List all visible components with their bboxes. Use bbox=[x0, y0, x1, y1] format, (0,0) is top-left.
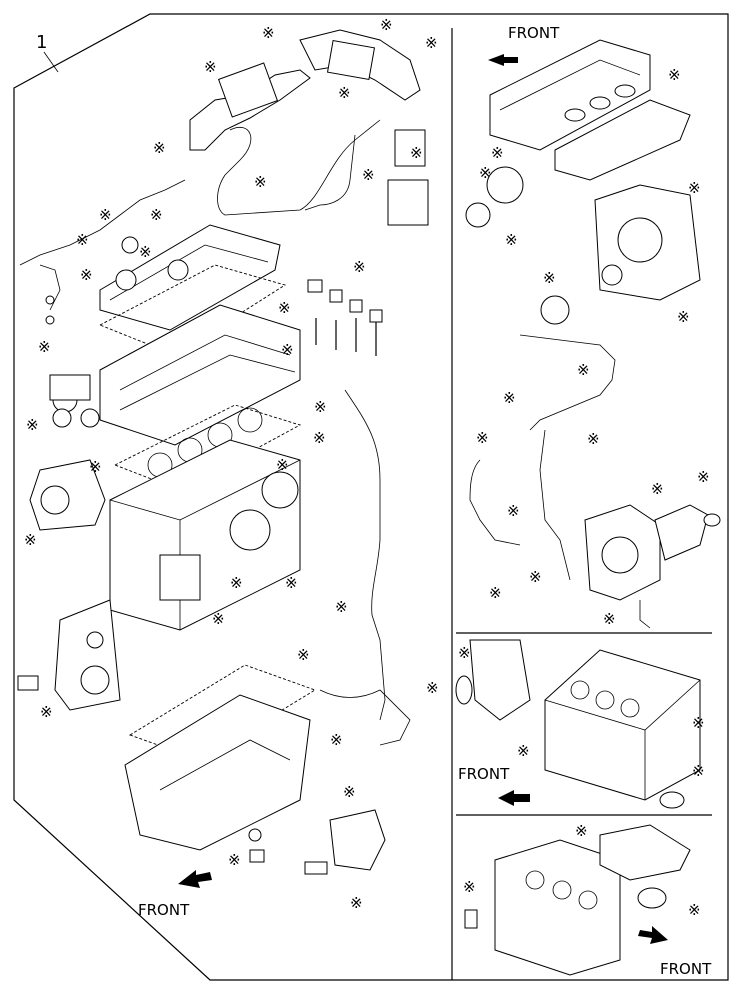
asterisk-marker-icon: ※ bbox=[285, 574, 298, 592]
asterisk-marker-icon: ※ bbox=[410, 144, 423, 162]
asterisk-marker-icon: ※ bbox=[204, 58, 217, 76]
direction-arrow-icon bbox=[178, 870, 212, 888]
asterisk-marker-icon: ※ bbox=[651, 480, 664, 498]
asterisk-marker-icon: ※ bbox=[76, 231, 89, 249]
direction-arrow-icon bbox=[498, 790, 530, 806]
harness-wire bbox=[19, 179, 186, 266]
valve-cover-gasket bbox=[98, 264, 287, 356]
asterisk-marker-icon: ※ bbox=[230, 574, 243, 592]
asterisk-marker-icon: ※ bbox=[503, 389, 516, 407]
asterisk-marker-icon: ※ bbox=[314, 398, 327, 416]
callout-leader bbox=[43, 51, 59, 73]
front-label-left: FRONT bbox=[138, 901, 190, 919]
asterisk-marker-icon: ※ bbox=[476, 429, 489, 447]
asterisk-marker-icon: ※ bbox=[692, 714, 705, 732]
asterisk-marker-icon: ※ bbox=[425, 34, 438, 52]
asterisk-marker-icon: ※ bbox=[489, 584, 502, 602]
cylinder-block-view bbox=[455, 639, 701, 809]
front-label-bottom-right: FRONT bbox=[660, 960, 712, 978]
asterisk-marker-icon: ※ bbox=[278, 299, 291, 317]
asterisk-marker-icon: ※ bbox=[297, 646, 310, 664]
asterisk-marker-icon: ※ bbox=[697, 468, 710, 486]
asterisk-marker-icon: ※ bbox=[99, 206, 112, 224]
asterisk-marker-icon: ※ bbox=[281, 341, 294, 359]
timing-cover bbox=[54, 599, 121, 711]
asterisk-marker-icon: ※ bbox=[350, 894, 363, 912]
water-pump bbox=[29, 374, 106, 531]
injector-set bbox=[307, 279, 383, 356]
intake-manifold bbox=[489, 39, 691, 181]
asterisk-marker-icon: ※ bbox=[338, 84, 351, 102]
asterisk-marker-icon: ※ bbox=[212, 610, 225, 628]
asterisk-marker-icon: ※ bbox=[575, 822, 588, 840]
asterisk-marker-icon: ※ bbox=[330, 731, 343, 749]
diagram-frame bbox=[13, 13, 729, 981]
direction-arrow-icon bbox=[638, 926, 668, 944]
front-label-top: FRONT bbox=[508, 24, 560, 42]
asterisk-marker-icon: ※ bbox=[505, 231, 518, 249]
asterisk-marker-icon: ※ bbox=[688, 179, 701, 197]
asterisk-marker-icon: ※ bbox=[688, 901, 701, 919]
asterisk-marker-icon: ※ bbox=[228, 851, 241, 869]
turbo-oil-lines bbox=[469, 295, 616, 581]
asterisk-marker-icon: ※ bbox=[529, 568, 542, 586]
asterisk-marker-icon: ※ bbox=[343, 783, 356, 801]
asterisk-marker-icon: ※ bbox=[26, 416, 39, 434]
asterisk-marker-icon: ※ bbox=[507, 502, 520, 520]
asterisk-marker-icon: ※ bbox=[24, 531, 37, 549]
direction-arrow-icon bbox=[488, 54, 518, 66]
asterisk-marker-icon: ※ bbox=[139, 243, 152, 261]
callout-number: 1 bbox=[36, 32, 47, 53]
asterisk-marker-icon: ※ bbox=[491, 144, 504, 162]
asterisk-marker-icon: ※ bbox=[479, 164, 492, 182]
oil-filter-housing bbox=[329, 809, 386, 871]
asterisk-marker-icon: ※ bbox=[38, 338, 51, 356]
asterisk-marker-icon: ※ bbox=[380, 16, 393, 34]
asterisk-marker-icon: ※ bbox=[313, 429, 326, 447]
asterisk-marker-icon: ※ bbox=[80, 266, 93, 284]
asterisk-marker-icon: ※ bbox=[153, 139, 166, 157]
asterisk-marker-icon: ※ bbox=[40, 703, 53, 721]
asterisk-marker-icon: ※ bbox=[150, 206, 163, 224]
valve-cover bbox=[99, 224, 281, 331]
asterisk-marker-icon: ※ bbox=[463, 878, 476, 896]
asterisk-marker-icon: ※ bbox=[262, 24, 275, 42]
asterisk-marker-icon: ※ bbox=[426, 679, 439, 697]
engine-block bbox=[109, 439, 301, 631]
front-gear-case bbox=[465, 166, 701, 301]
turbocharger bbox=[584, 504, 721, 629]
asterisk-marker-icon: ※ bbox=[603, 610, 616, 628]
asterisk-marker-icon: ※ bbox=[254, 173, 267, 191]
asterisk-marker-icon: ※ bbox=[89, 458, 102, 476]
front-label-mid-right: FRONT bbox=[458, 765, 510, 783]
asterisk-marker-icon: ※ bbox=[335, 598, 348, 616]
oil-pipe bbox=[344, 389, 386, 721]
asterisk-marker-icon: ※ bbox=[276, 456, 289, 474]
asterisk-marker-icon: ※ bbox=[458, 644, 471, 662]
asterisk-marker-icon: ※ bbox=[692, 762, 705, 780]
asterisk-marker-icon: ※ bbox=[543, 269, 556, 287]
fuel-pump bbox=[159, 554, 201, 601]
lower-block-view bbox=[464, 824, 691, 976]
asterisk-marker-icon: ※ bbox=[362, 166, 375, 184]
asterisk-markers: ※ ※ ※ ※ ※ ※ ※ ※ ※ ※ ※ ※ ※ ※ ※ ※ ※ ※ ※ ※ … bbox=[24, 16, 710, 919]
egr-assembly bbox=[189, 29, 429, 226]
oil-pan bbox=[124, 664, 317, 851]
asterisk-marker-icon: ※ bbox=[677, 308, 690, 326]
asterisk-marker-icon: ※ bbox=[577, 361, 590, 379]
asterisk-marker-icon: ※ bbox=[668, 66, 681, 84]
cylinder-head bbox=[99, 304, 301, 446]
asterisk-marker-icon: ※ bbox=[587, 430, 600, 448]
asterisk-marker-icon: ※ bbox=[517, 742, 530, 760]
asterisk-marker-icon: ※ bbox=[353, 258, 366, 276]
